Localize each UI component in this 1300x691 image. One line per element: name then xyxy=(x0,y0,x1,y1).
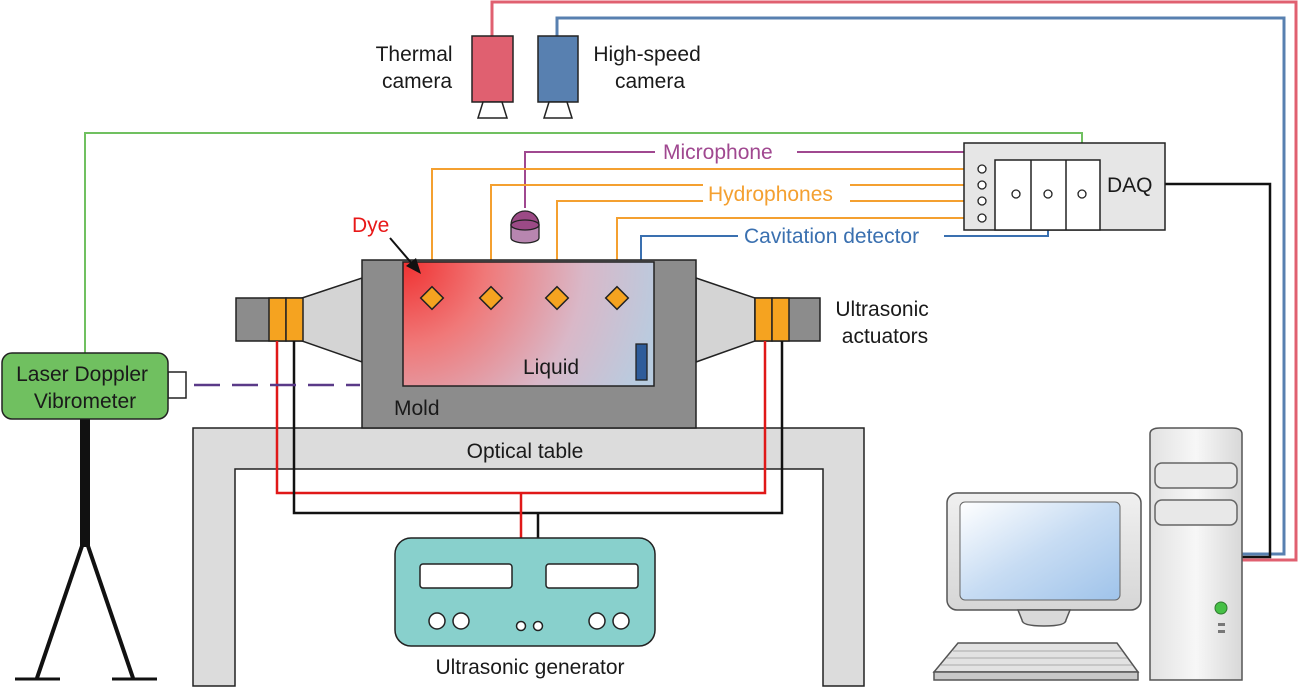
thermal-camera-label-line2: camera xyxy=(382,70,452,93)
optical-table xyxy=(192,427,865,687)
vibrometer-label: Laser Doppler Vibrometer xyxy=(16,363,154,413)
generator-display-left xyxy=(419,563,513,589)
generator-terminal xyxy=(515,620,527,632)
liquid-label: Liquid xyxy=(523,356,579,379)
generator-display-right xyxy=(545,563,639,589)
generator-knob xyxy=(612,612,630,630)
keyboard-icon xyxy=(932,642,1140,681)
daq-label: DAQ xyxy=(1107,174,1153,197)
daq-computer-cable xyxy=(1165,182,1272,559)
monitor-screen xyxy=(959,501,1121,601)
thermal-camera xyxy=(471,35,514,119)
ultrasonic-generator-label: Ultrasonic generator xyxy=(435,656,624,679)
thermal-camera-label-line1: Thermal xyxy=(376,43,453,66)
computer-monitor xyxy=(946,492,1142,627)
mold-label: Mold xyxy=(394,397,440,420)
cavitation-detector xyxy=(635,343,648,381)
high-speed-camera-label: High-speed camera xyxy=(593,43,706,93)
ultrasonic-actuators-label: Ultrasonic actuators xyxy=(835,298,934,348)
hydrophone-2 xyxy=(478,285,504,311)
left-ultrasonic-actuator xyxy=(235,276,363,364)
liquid xyxy=(402,261,655,387)
vibrometer-lens xyxy=(167,371,187,399)
high-speed-camera-label-line1: High-speed xyxy=(593,43,700,66)
hydrophone-1 xyxy=(419,285,445,311)
laser-doppler-vibrometer xyxy=(1,352,169,420)
dye-label: Dye xyxy=(352,214,389,237)
vibrometer-label-line1: Laser Doppler xyxy=(16,363,148,386)
microphone-label: Microphone xyxy=(663,141,773,164)
daq-unit xyxy=(963,142,1166,231)
high-speed-camera xyxy=(537,35,579,119)
generator-terminal xyxy=(532,620,544,632)
vibrometer-tripod xyxy=(15,418,157,681)
microphone xyxy=(510,210,540,244)
hydrophones xyxy=(419,285,630,311)
high-speed-camera-label-line2: camera xyxy=(615,70,685,93)
ultrasonic-generator xyxy=(394,537,656,647)
dye-arrow xyxy=(389,237,421,274)
ultrasonic-actuators-label-line2: actuators xyxy=(842,325,928,348)
thermal-camera-label: Thermal camera xyxy=(376,43,459,93)
hydrophones-label: Hydrophones xyxy=(708,183,833,206)
right-ultrasonic-actuator xyxy=(695,276,821,364)
cavitation-detector-label: Cavitation detector xyxy=(744,225,919,248)
generator-knob xyxy=(452,612,470,630)
power-led-icon xyxy=(1214,601,1228,615)
hydrophone-4 xyxy=(604,285,630,311)
thermal-camera-cable xyxy=(490,0,1298,562)
hydrophone-3 xyxy=(544,285,570,311)
optical-table-label: Optical table xyxy=(467,440,584,463)
vibrometer-label-line2: Vibrometer xyxy=(34,390,136,413)
ultrasonic-actuators-label-line1: Ultrasonic xyxy=(835,298,928,321)
computer-tower xyxy=(1149,427,1243,681)
generator-knob xyxy=(428,612,446,630)
generator-knob xyxy=(588,612,606,630)
